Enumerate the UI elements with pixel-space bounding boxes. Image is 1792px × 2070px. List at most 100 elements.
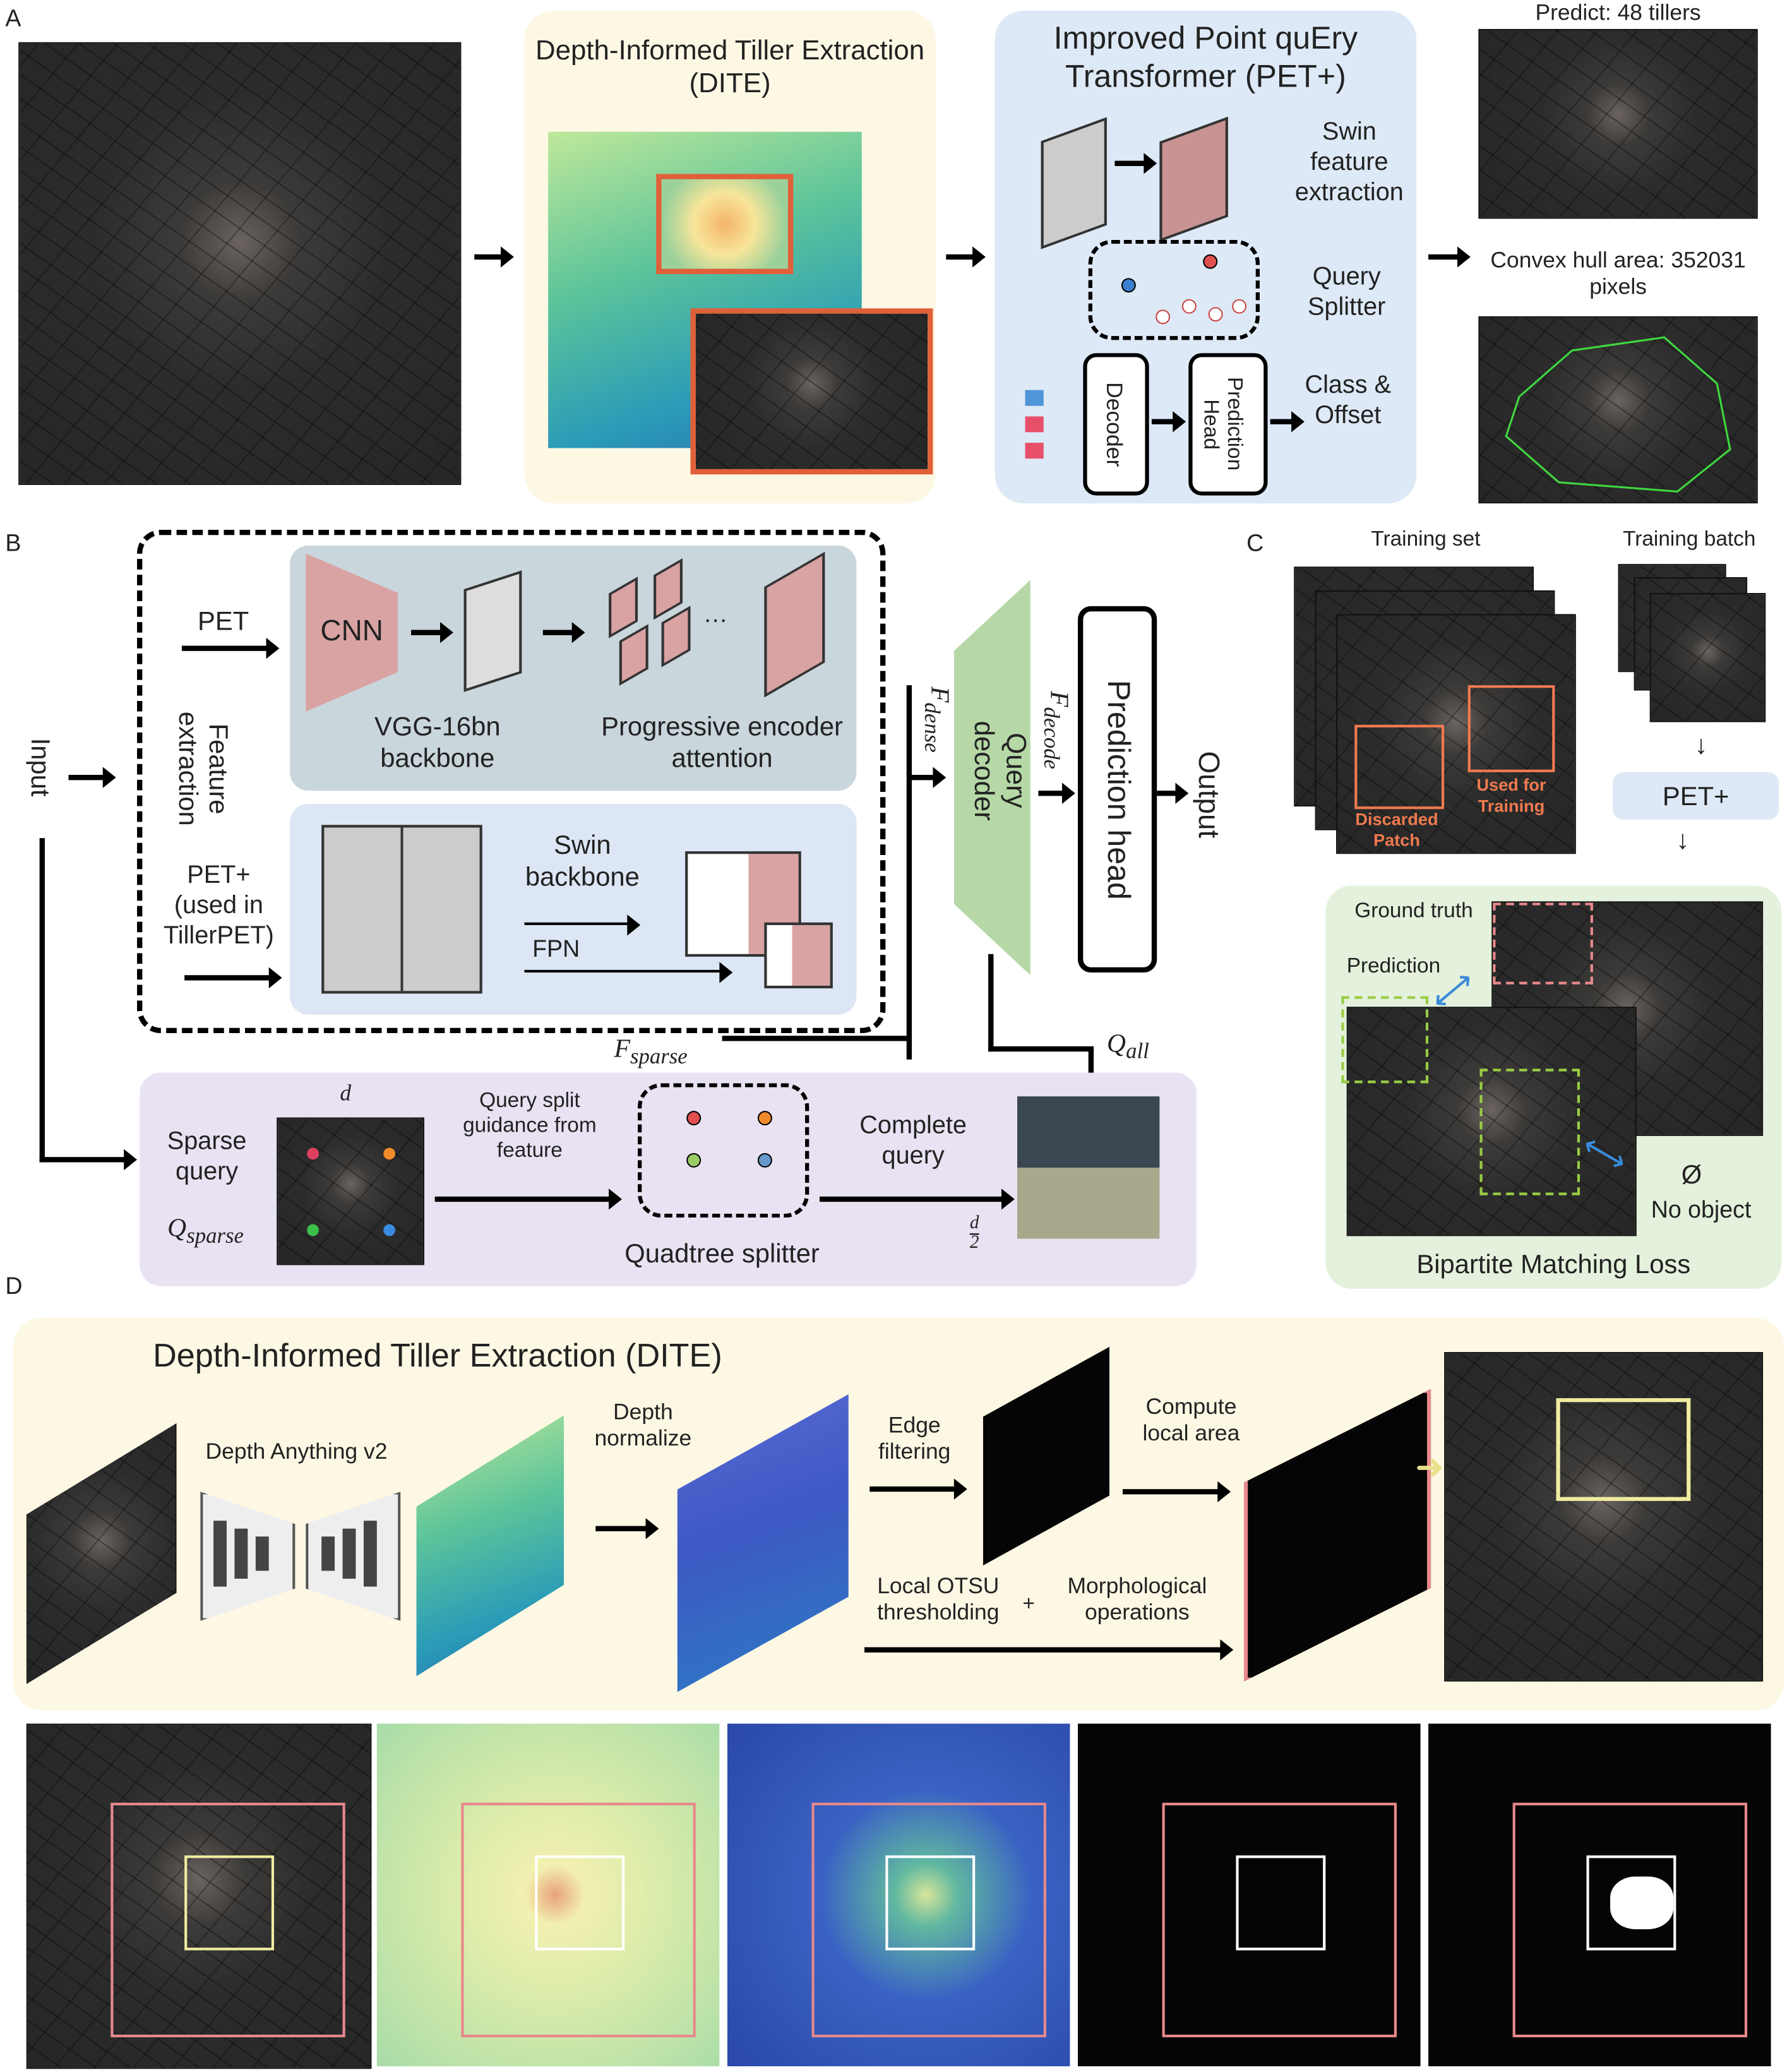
- pet-plus-label: PET+: [1662, 782, 1729, 812]
- query-token: [1025, 390, 1044, 406]
- depth-normalize-label: Depth normalize: [594, 1399, 692, 1452]
- convex-hull-photo: [1478, 316, 1758, 504]
- depth-anything-label: Depth Anything v2: [205, 1439, 388, 1464]
- arrow: [1151, 411, 1186, 433]
- connector: [906, 685, 912, 1060]
- panel-label-b: B: [5, 529, 21, 556]
- arrow: [68, 767, 116, 788]
- inner-box: [1586, 1855, 1676, 1951]
- pet-plus-box: PET+: [1613, 772, 1779, 820]
- prediction-head-label: Prediction Head: [1198, 377, 1246, 472]
- strip-input-photo: [26, 1723, 372, 2069]
- convex-hull-outline: [1505, 336, 1731, 493]
- ellipsis: ···: [703, 606, 727, 633]
- dite-detail-title: Depth-Informed Tiller Extraction (DITE): [153, 1337, 722, 1375]
- batch-image: [1649, 593, 1766, 722]
- query-decoder-label: Query decoder: [968, 721, 1030, 821]
- decoder-box: Decoder: [1083, 353, 1149, 496]
- arrow: [524, 962, 733, 983]
- feature-extraction-label: Feature extraction: [172, 711, 232, 826]
- edge-filtering-label: Edge filtering: [878, 1413, 951, 1465]
- no-object-label: No object: [1651, 1196, 1752, 1223]
- sparse-query-label: Sparse query: [167, 1128, 247, 1186]
- prediction-head-box: Prediction head: [1078, 606, 1157, 973]
- query-dot: [1232, 299, 1247, 314]
- decoder-label: Decoder: [1101, 381, 1127, 467]
- bipartite-label: Bipartite Matching Loss: [1416, 1250, 1691, 1280]
- outer-box: [111, 1802, 345, 2038]
- arrow: [1114, 153, 1157, 174]
- query-dot: [1203, 254, 1218, 269]
- arrow: [1038, 782, 1075, 804]
- plus-label: +: [1022, 1593, 1035, 1616]
- outer-box: [1162, 1802, 1397, 2038]
- complete-query-label: Complete query: [859, 1112, 967, 1170]
- inner-box: [1236, 1855, 1326, 1951]
- query-token: [1025, 416, 1044, 433]
- vgg-label: VGG-16bn backbone: [374, 712, 501, 774]
- panel-label-d: D: [5, 1272, 23, 1300]
- query-decoder-block: [953, 580, 1030, 976]
- query-dot: [1208, 307, 1223, 322]
- used-patch-box: [1467, 685, 1555, 772]
- swin-label: Swin feature extraction: [1294, 118, 1404, 206]
- connector: [988, 1046, 1094, 1052]
- training-image: [1336, 614, 1576, 854]
- query-splitter-label: Query Splitter: [1307, 263, 1386, 321]
- fpn-output-block: [764, 922, 833, 989]
- connector: [1088, 1046, 1094, 1075]
- arrow: [595, 1517, 659, 1540]
- feature-extraction-box: [137, 529, 886, 1034]
- inner-box: [885, 1855, 976, 1951]
- query-token: [1025, 443, 1044, 459]
- prediction-photo: [1346, 1007, 1637, 1236]
- input-field-photo: [18, 42, 462, 485]
- swin-output-block: [685, 851, 801, 957]
- arrow: [1157, 782, 1189, 804]
- training-set-label: Training set: [1371, 528, 1481, 551]
- arrow: [474, 246, 514, 268]
- prediction-head-label: Prediction head: [1100, 679, 1136, 900]
- connector: [39, 838, 45, 1163]
- crop-box: [656, 174, 794, 275]
- pet-plus-title: Improved Point quEry Transformer (PET+): [1053, 21, 1358, 95]
- convex-hull-area: Convex hull area: 352031 pixels: [1490, 248, 1746, 300]
- fpn-label: FPN: [532, 935, 580, 962]
- prediction-box: [1341, 996, 1429, 1084]
- inner-box: [184, 1855, 275, 1951]
- outer-box: [811, 1802, 1046, 2038]
- arrow: [184, 967, 282, 989]
- otsu-label: Local OTSU thresholding: [877, 1573, 1000, 1625]
- discarded-label: Discarded Patch: [1355, 809, 1438, 850]
- connector: [722, 1036, 912, 1041]
- arrow: [39, 1149, 138, 1171]
- prediction-photo: [1478, 28, 1758, 219]
- arrow: [1428, 246, 1471, 268]
- sparse-query-photo: [277, 1117, 424, 1265]
- query-dot: [1181, 299, 1197, 314]
- pointer-arrow-icon: ➜: [1415, 1447, 1444, 1487]
- swin-stages-block: [321, 825, 482, 994]
- down-arrow-icon: ↓: [1694, 731, 1708, 761]
- compute-local-label: Compute local area: [1142, 1394, 1240, 1447]
- prediction-head-box: Prediction Head: [1188, 353, 1268, 496]
- quadtree-box: [638, 1083, 809, 1218]
- arrow: [434, 1188, 622, 1210]
- arrow: [524, 914, 641, 936]
- arrow: [909, 767, 947, 788]
- query-dot: [1156, 309, 1171, 325]
- strip-edge-map: [1078, 1723, 1421, 2067]
- cropped-photo: [690, 308, 933, 475]
- predict-count: Predict: 48 tillers: [1535, 0, 1701, 25]
- query-splitter-box: [1088, 239, 1260, 340]
- f-decode-label: Fdecode: [1039, 691, 1074, 770]
- encoder-windows: [609, 558, 691, 686]
- f-sparse-label: Fsparse: [614, 1034, 688, 1069]
- strip-depth-map: [376, 1723, 720, 2067]
- d-label: d: [340, 1080, 352, 1106]
- arrow: [411, 621, 453, 643]
- inner-box: [535, 1855, 625, 1951]
- pet-plus-label: PET+ (used in TillerPET): [164, 861, 274, 950]
